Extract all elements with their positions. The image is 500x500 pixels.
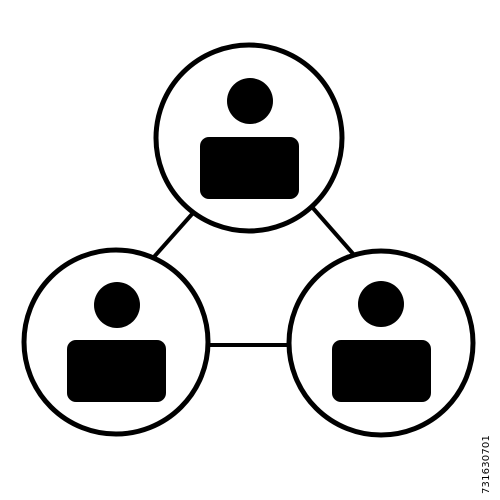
node-bottom-left xyxy=(21,247,211,437)
stock-id-text: 731630701 xyxy=(481,434,492,494)
person-body xyxy=(200,137,299,199)
node-top xyxy=(153,42,345,234)
stock-id-watermark: 731630701 xyxy=(480,374,494,494)
person-icon xyxy=(200,78,299,199)
connector-top-left xyxy=(151,211,195,260)
person-head xyxy=(94,282,140,328)
person-head xyxy=(358,281,404,327)
person-icon xyxy=(67,282,166,402)
person-icon xyxy=(332,281,431,402)
connector-top-right xyxy=(310,205,357,258)
person-body xyxy=(67,340,166,402)
person-head xyxy=(227,78,273,124)
person-body xyxy=(332,340,431,402)
node-bottom-right xyxy=(286,248,476,438)
